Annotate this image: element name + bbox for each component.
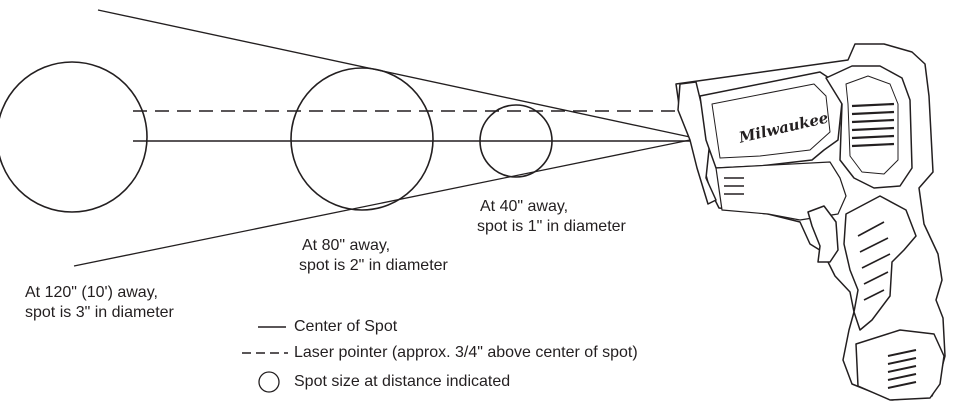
spot-circle-120 [0,61,148,213]
cone-upper-line [97,9,691,138]
label-80-line1: At 80" away, [302,237,391,254]
device-top-inner [711,83,831,159]
label-40-line1: At 40" away, [480,198,569,215]
label-40-line2: spot is 1" in diameter [477,218,626,235]
legend-spot-size: Spot size at distance indicated [294,373,511,390]
spot-circle-80 [290,67,434,211]
device-screen-inner [845,75,899,175]
body-vents [724,177,744,195]
battery-vents [887,349,917,389]
label-80-line2: spot is 2" in diameter [299,257,448,274]
label-120-line1: At 120" (10') away, [25,284,158,301]
cone-lower-line [73,139,691,267]
screen-ribs [851,102,895,148]
grip-texture [857,221,891,301]
device-grip [843,195,917,331]
device-trigger [807,205,839,263]
legend-center-of-spot: Center of Spot [294,318,398,335]
device-battery [855,329,945,401]
legend-circle-icon [258,371,280,393]
thermometer-device [675,43,946,401]
label-120-line2: spot is 3" in diameter [25,304,174,321]
legend-laser-pointer: Laser pointer (approx. 3/4" above center… [294,344,638,361]
device-lower-housing [715,161,847,221]
